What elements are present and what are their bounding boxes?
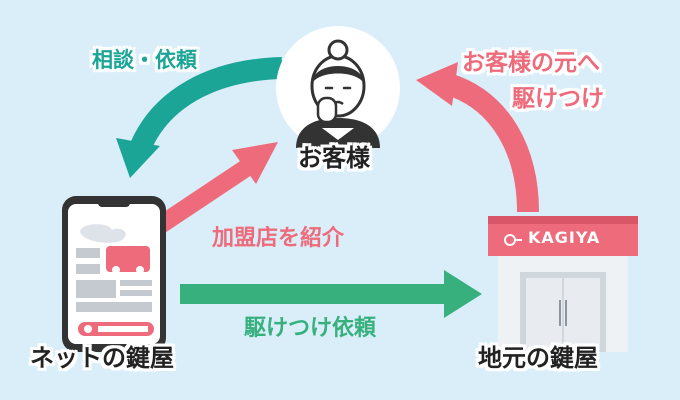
customer-avatar [276, 26, 400, 150]
store-illustration [488, 216, 638, 352]
customer-label: お客様 [298, 144, 370, 172]
dispatch-arrow [416, 62, 539, 213]
rush-request-arrow [180, 270, 482, 318]
smartphone-illustration [62, 196, 166, 352]
store-sign-text: KAGIYA [528, 228, 601, 247]
consult-label: 相談・依頼 [92, 48, 197, 72]
introduce-arrow [145, 142, 278, 240]
net-locksmith-label: ネットの鍵屋 [30, 344, 174, 372]
dispatch-label-line2: 駆けつけ [512, 86, 604, 112]
introduce-label: 加盟店を紹介 [212, 226, 345, 251]
consult-arrow [116, 57, 283, 178]
rush-request-label: 駆けつけ依頼 [244, 316, 377, 341]
local-locksmith-label: 地元の鍵屋 [478, 344, 598, 372]
dispatch-label-line1: お客様の元へ [462, 50, 600, 76]
